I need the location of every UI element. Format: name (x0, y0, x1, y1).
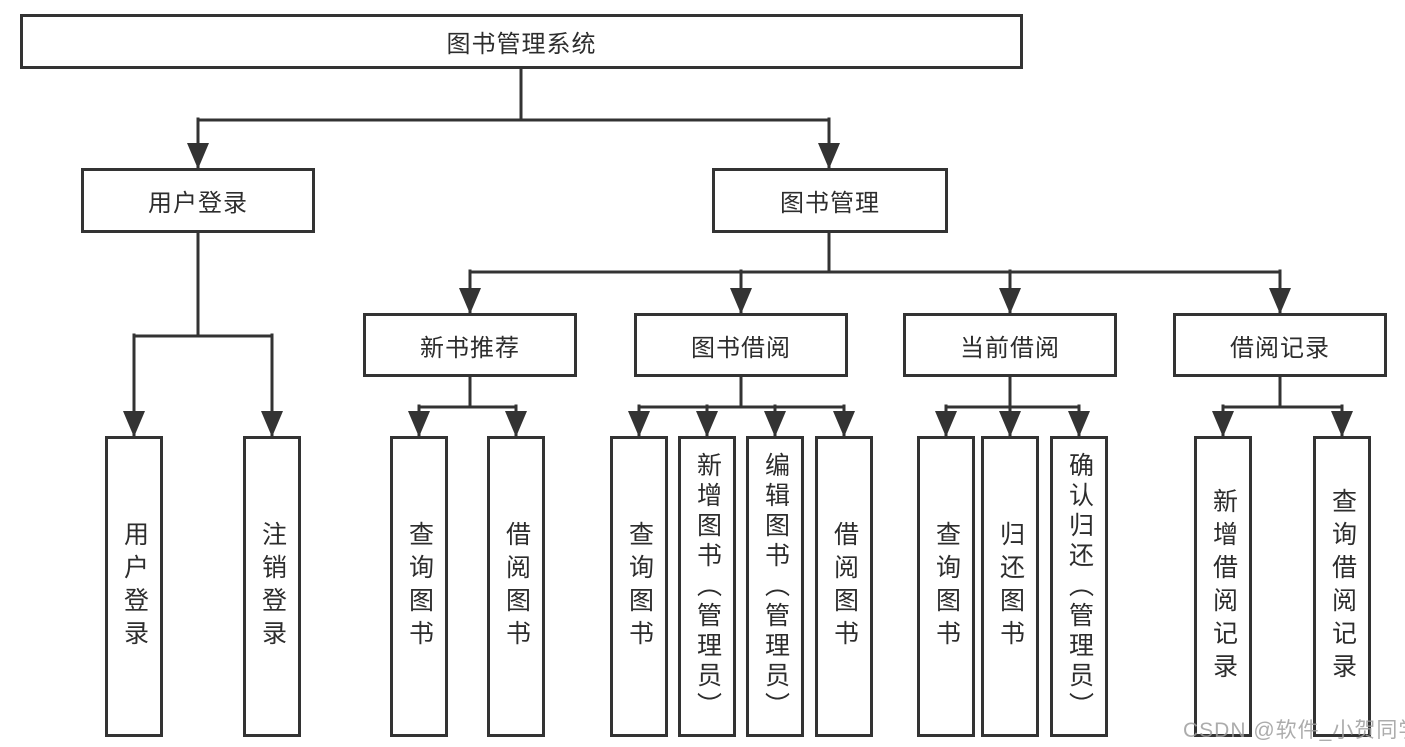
leaf-query-books-current-label: 查询图书 (932, 520, 961, 653)
leaf-confirm-return-admin: 确认归还（管理员） (1050, 436, 1108, 737)
leaf-query-books-recommend-label: 查询图书 (405, 520, 434, 653)
node-user-login: 用户登录 (81, 168, 315, 233)
leaf-add-borrow-record-label: 新增借阅记录 (1209, 487, 1238, 686)
node-user-login-label: 用户登录 (148, 190, 248, 217)
leaf-borrow-books-borrow: 借阅图书 (815, 436, 873, 737)
leaf-query-books-recommend: 查询图书 (390, 436, 448, 737)
leaf-add-borrow-record: 新增借阅记录 (1194, 436, 1252, 737)
leaf-query-books-borrow-label: 查询图书 (625, 520, 654, 653)
leaf-edit-book-admin: 编辑图书（管理员） (746, 436, 804, 737)
leaf-user-login: 用户登录 (105, 436, 163, 737)
watermark: CSDN @软件_小贺同学 (1183, 719, 1405, 742)
node-current-borrow-label: 当前借阅 (960, 334, 1060, 362)
leaf-user-login-label: 用户登录 (120, 520, 149, 653)
leaf-add-book-admin: 新增图书（管理员） (678, 436, 736, 737)
leaf-borrow-books-recommend: 借阅图书 (487, 436, 545, 737)
leaf-add-book-admin-label: 新增图书（管理员） (693, 451, 722, 722)
leaf-return-book-label: 归还图书 (996, 520, 1025, 653)
node-book-management-label: 图书管理 (780, 190, 880, 217)
node-new-book-recommend: 新书推荐 (363, 313, 577, 377)
leaf-query-borrow-record-label: 查询借阅记录 (1328, 487, 1357, 686)
node-book-borrow: 图书借阅 (634, 313, 848, 377)
leaf-borrow-books-borrow-label: 借阅图书 (830, 520, 859, 653)
leaf-query-borrow-record: 查询借阅记录 (1313, 436, 1371, 737)
node-root-system: 图书管理系统 (20, 14, 1023, 69)
leaf-edit-book-admin-label: 编辑图书（管理员） (761, 451, 790, 722)
node-borrow-records: 借阅记录 (1173, 313, 1387, 377)
node-borrow-records-label: 借阅记录 (1230, 334, 1330, 362)
leaf-logout: 注销登录 (243, 436, 301, 737)
leaf-logout-label: 注销登录 (258, 520, 287, 653)
node-book-borrow-label: 图书借阅 (691, 334, 791, 362)
node-book-management: 图书管理 (712, 168, 948, 233)
node-root-label: 图书管理系统 (446, 31, 597, 58)
leaf-confirm-return-admin-label: 确认归还（管理员） (1065, 451, 1094, 722)
leaf-query-books-borrow: 查询图书 (610, 436, 668, 737)
leaf-query-books-current: 查询图书 (917, 436, 975, 737)
node-current-borrow: 当前借阅 (903, 313, 1117, 377)
leaf-return-book: 归还图书 (981, 436, 1039, 737)
node-new-book-recommend-label: 新书推荐 (420, 334, 520, 362)
leaf-borrow-books-recommend-label: 借阅图书 (502, 520, 531, 653)
